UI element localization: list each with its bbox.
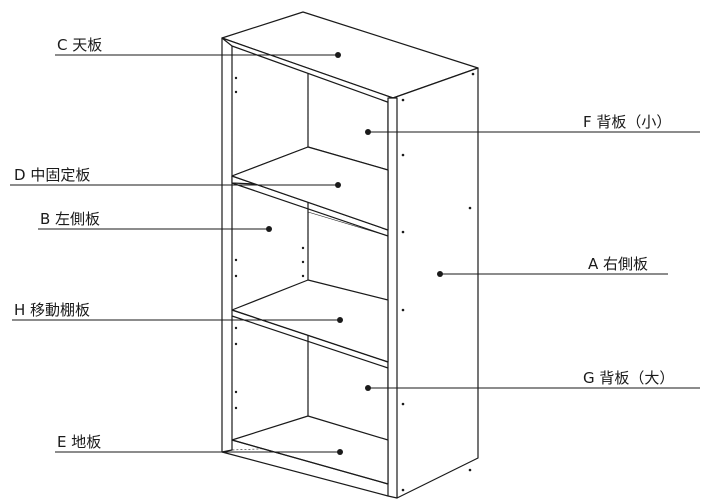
back-panel <box>307 69 389 471</box>
label-b-left-side-panel: B 左側板 <box>40 210 100 228</box>
label-c-top-panel: C 天板 <box>57 36 102 54</box>
left-panel-holes <box>234 72 475 492</box>
label-f-back-panel-small: F 背板（小） <box>583 113 671 131</box>
label-a-right-side-panel: A 右側板 <box>588 255 648 273</box>
leader-lines <box>10 52 700 455</box>
left-side-panel-edge <box>231 40 309 451</box>
left-side-panel <box>221 37 233 453</box>
label-h-movable-shelf: H 移動棚板 <box>14 301 90 319</box>
right-side-front-edge <box>387 97 398 499</box>
label-d-fixed-middle-shelf: D 中固定板 <box>14 166 90 184</box>
label-e-bottom-panel: E 地板 <box>57 433 101 451</box>
fixed-middle-shelf-top <box>231 146 389 231</box>
bookshelf-drawing <box>221 11 479 499</box>
label-g-back-panel-large: G 背板（大） <box>583 369 674 387</box>
